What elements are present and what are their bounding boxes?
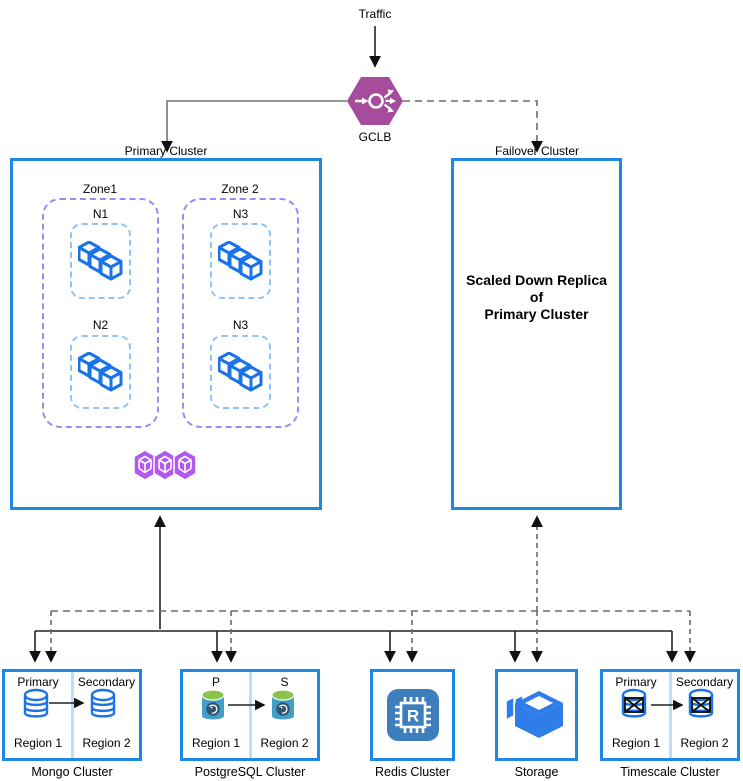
postgresql-db-icon	[271, 689, 295, 720]
gclb-load-balancer-icon	[347, 77, 403, 125]
workload-cubes-icon	[218, 352, 264, 392]
region-divider	[249, 672, 252, 758]
timescale-region2-label: Region 2	[680, 736, 729, 750]
mongo-secondary-label: Secondary	[77, 675, 136, 689]
gclb-label: GCLB	[358, 130, 392, 144]
postgres-primary-label: P	[211, 675, 220, 689]
mongo-db-icon	[90, 688, 116, 718]
region-divider	[71, 672, 74, 758]
kubernetes-engine-icon	[133, 449, 197, 481]
node-n3a-label: N3	[232, 207, 249, 221]
failover-body-text: Scaled Down Replica of Primary Cluster	[466, 272, 607, 322]
storage-box	[495, 669, 578, 761]
node-n3b-label: N3	[232, 318, 249, 332]
failover-cluster-box	[451, 158, 622, 510]
redis-icon: R	[387, 689, 439, 741]
zone1-box	[42, 198, 159, 428]
timescale-db-icon	[621, 688, 647, 718]
mongo-db-icon	[23, 688, 49, 718]
traffic-label: Traffic	[358, 7, 392, 21]
postgresql-cluster-caption: PostgreSQL Cluster	[194, 765, 306, 779]
mongo-region2-label: Region 2	[82, 736, 131, 750]
node-n3b-box	[210, 335, 271, 409]
postgres-secondary-label: S	[280, 675, 289, 689]
zone2-label: Zone 2	[221, 182, 259, 196]
workload-cubes-icon	[78, 352, 124, 392]
node-n3a-box	[210, 223, 271, 299]
redis-cluster-box: R	[370, 669, 455, 761]
node-n1-label: N1	[92, 207, 109, 221]
timescale-db-icon	[688, 688, 714, 718]
mongo-cluster-box: Primary Secondary Region 1 Region 2	[2, 669, 142, 761]
node-n1-box	[70, 223, 131, 299]
mongo-primary-label: Primary	[17, 675, 59, 689]
timescale-region1-label: Region 1	[611, 736, 661, 750]
storage-caption: Storage	[514, 765, 559, 779]
node-n2-label: N2	[92, 318, 109, 332]
postgres-region1-label: Region 1	[191, 736, 241, 750]
postgres-region2-label: Region 2	[260, 736, 309, 750]
postgresql-db-icon	[201, 689, 225, 720]
timescale-cluster-box: Primary Secondary Region 1 Region 2	[600, 669, 740, 761]
region-divider	[669, 672, 672, 758]
workload-cubes-icon	[218, 241, 264, 281]
zone2-box	[182, 198, 299, 428]
primary-cluster-label: Primary Cluster	[124, 144, 208, 158]
failover-cluster-label: Failover Cluster	[494, 144, 580, 158]
mongo-region1-label: Region 1	[13, 736, 63, 750]
workload-cubes-icon	[78, 241, 124, 281]
redis-chip-letter: R	[407, 707, 419, 726]
zone1-label: Zone1	[82, 182, 118, 196]
timescale-primary-label: Primary	[615, 675, 657, 689]
storage-icon	[505, 691, 563, 738]
redis-cluster-caption: Redis Cluster	[374, 765, 451, 779]
timescale-secondary-label: Secondary	[675, 675, 734, 689]
mongo-cluster-caption: Mongo Cluster	[31, 765, 113, 779]
postgresql-cluster-box: P S Region 1 Region 2	[180, 669, 320, 761]
timescale-cluster-caption: Timescale Cluster	[620, 765, 720, 779]
node-n2-box	[70, 335, 131, 409]
